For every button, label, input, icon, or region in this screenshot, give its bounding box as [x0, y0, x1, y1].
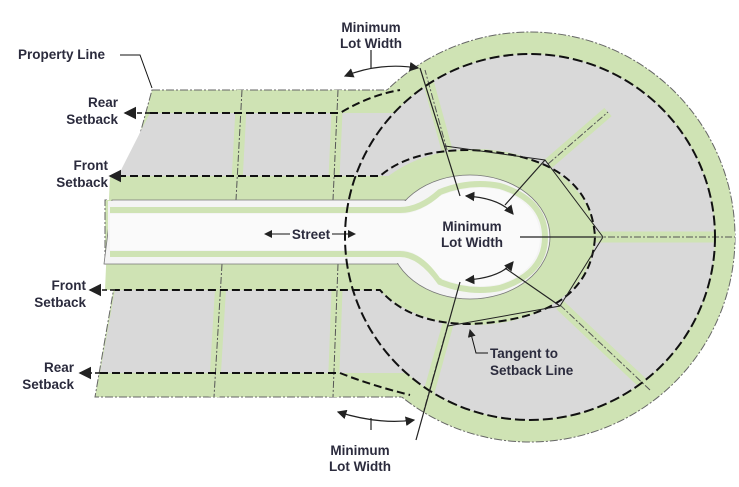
- front-setback-top-label-1: Front: [74, 158, 109, 173]
- rear-setback-top-label-1: Rear: [88, 95, 119, 110]
- tangent-lines: [444, 145, 604, 327]
- min-lot-width-top-label-2: Lot Width: [340, 36, 402, 51]
- front-setback-top-label-2: Setback: [56, 175, 108, 190]
- property-line-label: Property Line: [18, 47, 106, 62]
- rear-setback-bottom-label-1: Rear: [44, 360, 75, 375]
- tangent-label-1: Tangent to: [490, 346, 558, 361]
- rear-setback-top-label-2: Setback: [66, 112, 118, 127]
- setback-lines: [100, 53, 716, 421]
- leader-arrows: [78, 54, 488, 380]
- min-lot-width-center-label-2: Lot Width: [441, 235, 503, 250]
- tangent-label-2: Setback Line: [490, 363, 574, 378]
- street-label: Street: [292, 227, 331, 242]
- rear-setback-bottom-label-2: Setback: [22, 377, 74, 392]
- front-setback-bottom-label-1: Front: [52, 278, 87, 293]
- front-setback-bottom-label-2: Setback: [34, 295, 86, 310]
- min-lot-width-bottom-label-1: Minimum: [330, 443, 389, 458]
- min-lot-width-bottom-label-2: Lot Width: [329, 459, 391, 474]
- min-lot-width-top-label-1: Minimum: [341, 20, 400, 35]
- min-lot-width-arc-arrows: [336, 50, 596, 441]
- min-lot-width-center-label-1: Minimum: [442, 219, 501, 234]
